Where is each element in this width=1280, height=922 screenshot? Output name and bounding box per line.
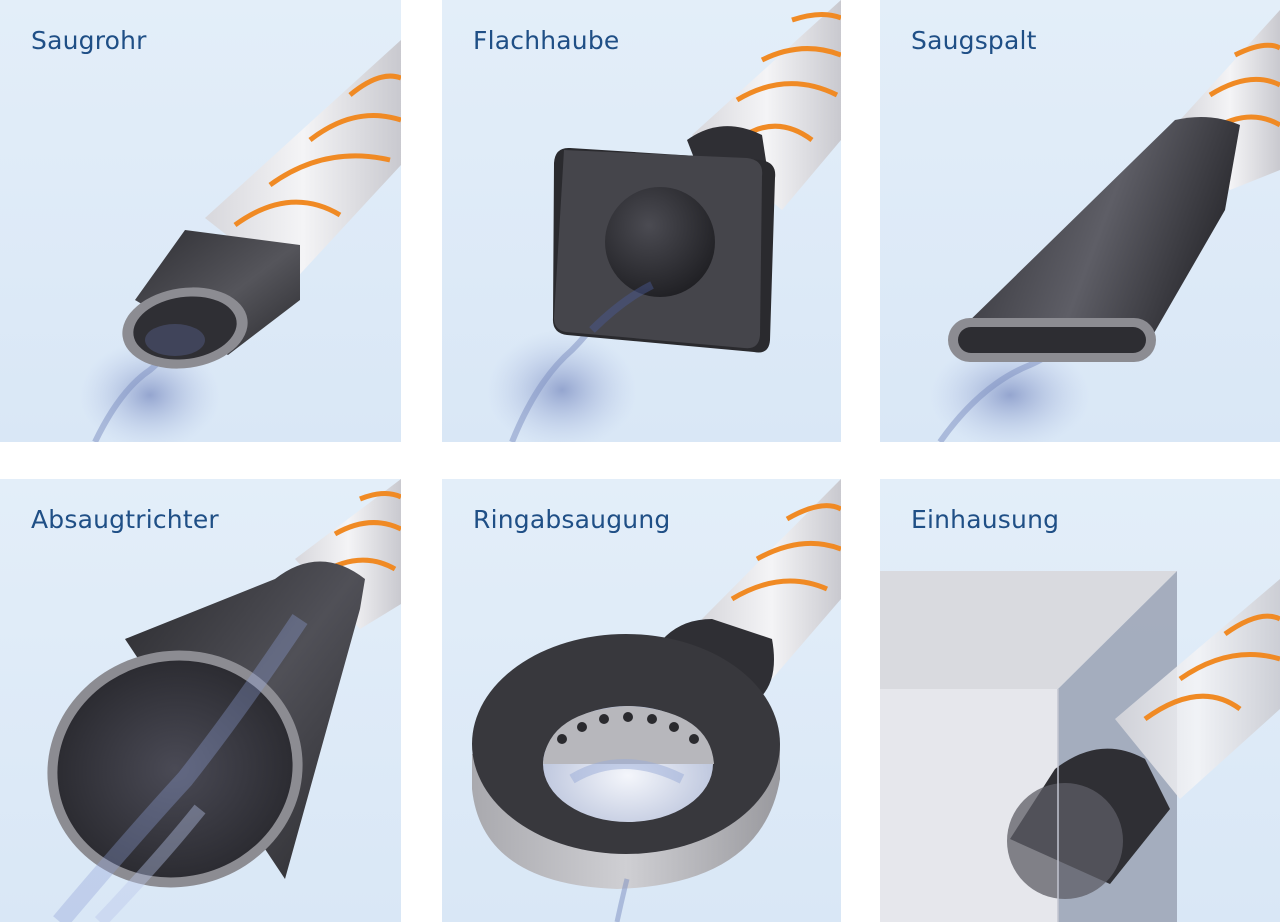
panel-title: Saugrohr (31, 26, 147, 55)
suction-tube-icon (80, 40, 401, 442)
panel-ringabsaugung: Ringabsaugung (442, 479, 841, 922)
panel-absaugtrichter: Absaugtrichter (0, 479, 401, 922)
suction-funnel-icon (47, 479, 401, 922)
flat-hood-icon (487, 0, 841, 442)
hose-icon (1115, 579, 1280, 799)
panel-title: Absaugtrichter (31, 505, 219, 534)
panel-title: Saugspalt (911, 26, 1037, 55)
ring-extraction-icon (472, 479, 841, 922)
panel-saugspalt: Saugspalt (880, 0, 1280, 442)
panel-flachhaube: Flachhaube (442, 0, 841, 442)
panel-saugrohr: Saugrohr (0, 0, 401, 442)
panel-einhausung: Einhausung (880, 479, 1280, 922)
panel-title: Ringabsaugung (473, 505, 671, 534)
smoke-icon (569, 759, 685, 922)
slot-nozzle-icon (930, 10, 1280, 442)
enclosure-icon (880, 571, 1280, 922)
panel-title: Einhausung (911, 505, 1060, 534)
smoke-icon (53, 614, 308, 922)
hose-icon (205, 40, 401, 285)
panel-title: Flachhaube (473, 26, 620, 55)
